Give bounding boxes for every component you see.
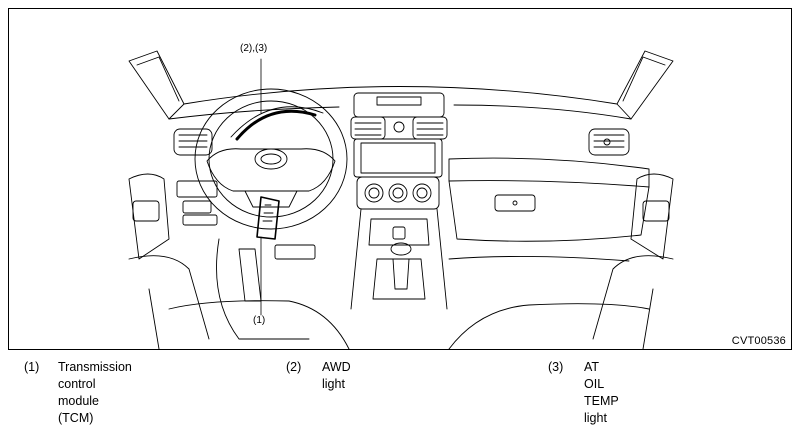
legend-num: (2) (286, 360, 302, 374)
legend-text-line2: (TCM) (58, 411, 94, 425)
legend-text: AWD light (322, 360, 351, 391)
figure-code: CVT00536 (731, 335, 786, 347)
callout-2-3: (2),(3) (240, 43, 268, 54)
callout-1: (1) (253, 315, 266, 326)
dashboard-illustration (128, 50, 674, 350)
legend: (1) Transmission control module (TCM) (2… (0, 360, 800, 425)
legend-text-line1: Transmission control module (58, 360, 132, 408)
legend-num: (1) (24, 360, 40, 374)
figure-frame: (2),(3) (1) CVT00536 (8, 8, 792, 350)
legend-text: AT OIL TEMP light (584, 360, 619, 425)
legend-num: (3) (548, 360, 564, 374)
legend-text: Transmission control module (TCM) (58, 359, 132, 427)
